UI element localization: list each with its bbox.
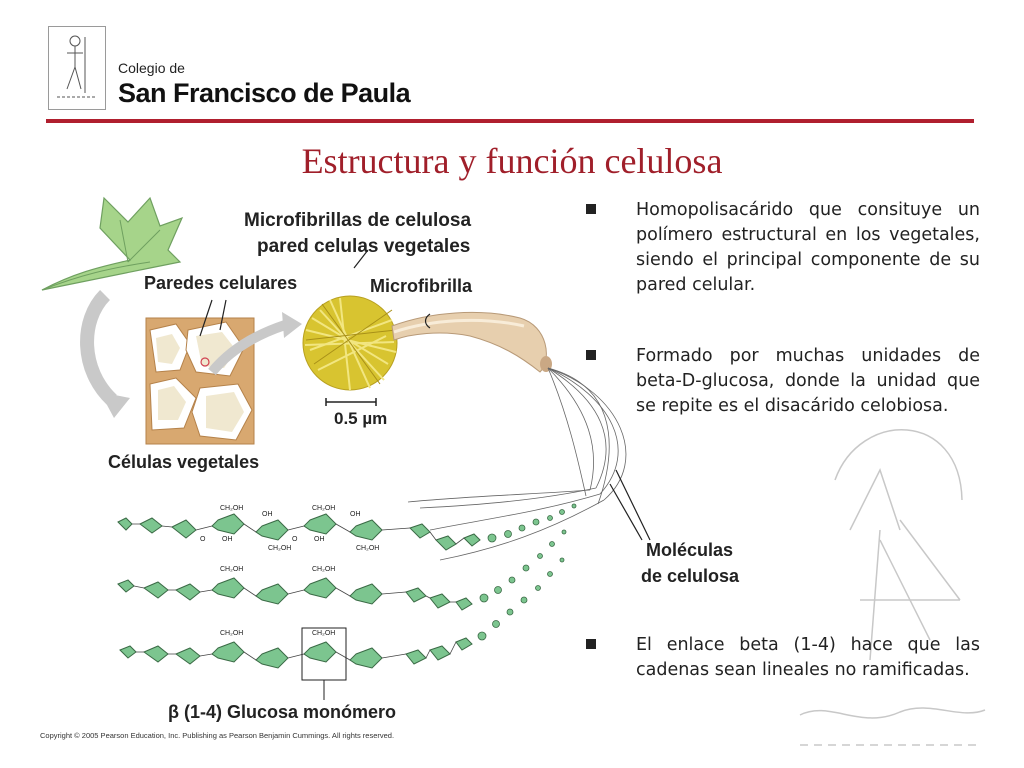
cell-walls-label: Paredes celulares — [144, 273, 298, 293]
microfibrils-heading-line-1: Microfibrillas de celulosa — [244, 210, 472, 231]
ring-label-ch2oh: CH₂OH — [312, 566, 336, 573]
monomer-label: β (1-4) Glucosa monómero — [168, 702, 397, 722]
ring-label-oh: OH — [350, 511, 361, 518]
logo-line-1: Colegio de — [118, 60, 185, 76]
cellulose-fibers — [407, 367, 627, 561]
ring-label-ch2oh: CH₂OH — [356, 545, 380, 552]
ring-label-ch2oh: CH₂OH — [220, 630, 244, 637]
microfibril-rod — [391, 312, 552, 373]
school-logo — [48, 26, 106, 110]
header-divider — [46, 119, 974, 123]
molecules-label-line-1: Moléculas — [646, 540, 734, 560]
curved-arrow-icon — [80, 290, 118, 406]
leaf-icon — [41, 196, 184, 291]
glucose-chains — [117, 503, 577, 681]
plant-cells-label: Células vegetales — [108, 452, 260, 472]
bullet-text: Homopolisacárido que consituye un políme… — [636, 200, 980, 295]
molecules-label-line-2: de celulosa — [641, 566, 740, 586]
ring-label-oh: OH — [222, 536, 233, 543]
bullet-square-icon — [586, 350, 596, 360]
ring-label-ch2oh: CH₂OH — [312, 630, 336, 637]
slide-title: Estructura y función celulosa — [301, 141, 723, 181]
scale-label: 0.5 µm — [334, 409, 388, 428]
ring-label-ch2oh: CH₂OH — [268, 545, 292, 552]
ring-label-o: O — [292, 536, 298, 543]
bullet-text: Formado por muchas unidades de beta-D-gl… — [636, 346, 980, 416]
bullet-square-icon — [586, 204, 596, 214]
logo-line-2: San Francisco de Paula — [118, 78, 411, 108]
bullet-square-icon — [586, 639, 596, 649]
microfibrils-heading-line-2: pared celulas vegetales — [257, 236, 471, 257]
saint-figure-icon — [57, 35, 97, 98]
ring-label-oh: OH — [262, 511, 273, 518]
bullet-text: El enlace beta (1-4) hace que las cadena… — [636, 635, 980, 680]
ring-label-ch2oh: CH₂OH — [220, 566, 244, 573]
microfibril-micrograph — [302, 295, 398, 391]
ring-label-oh: OH — [314, 536, 325, 543]
copyright-notice: Copyright © 2005 Pearson Education, Inc.… — [40, 731, 395, 740]
microfibril-label: Microfibrilla — [370, 276, 473, 296]
ring-label-ch2oh: CH₂OH — [312, 505, 336, 512]
ring-label-ch2oh: CH₂OH — [220, 505, 244, 512]
watermark-seal-icon — [799, 429, 986, 746]
ring-label-o: O — [200, 536, 206, 543]
plant-cells-image — [145, 317, 255, 445]
